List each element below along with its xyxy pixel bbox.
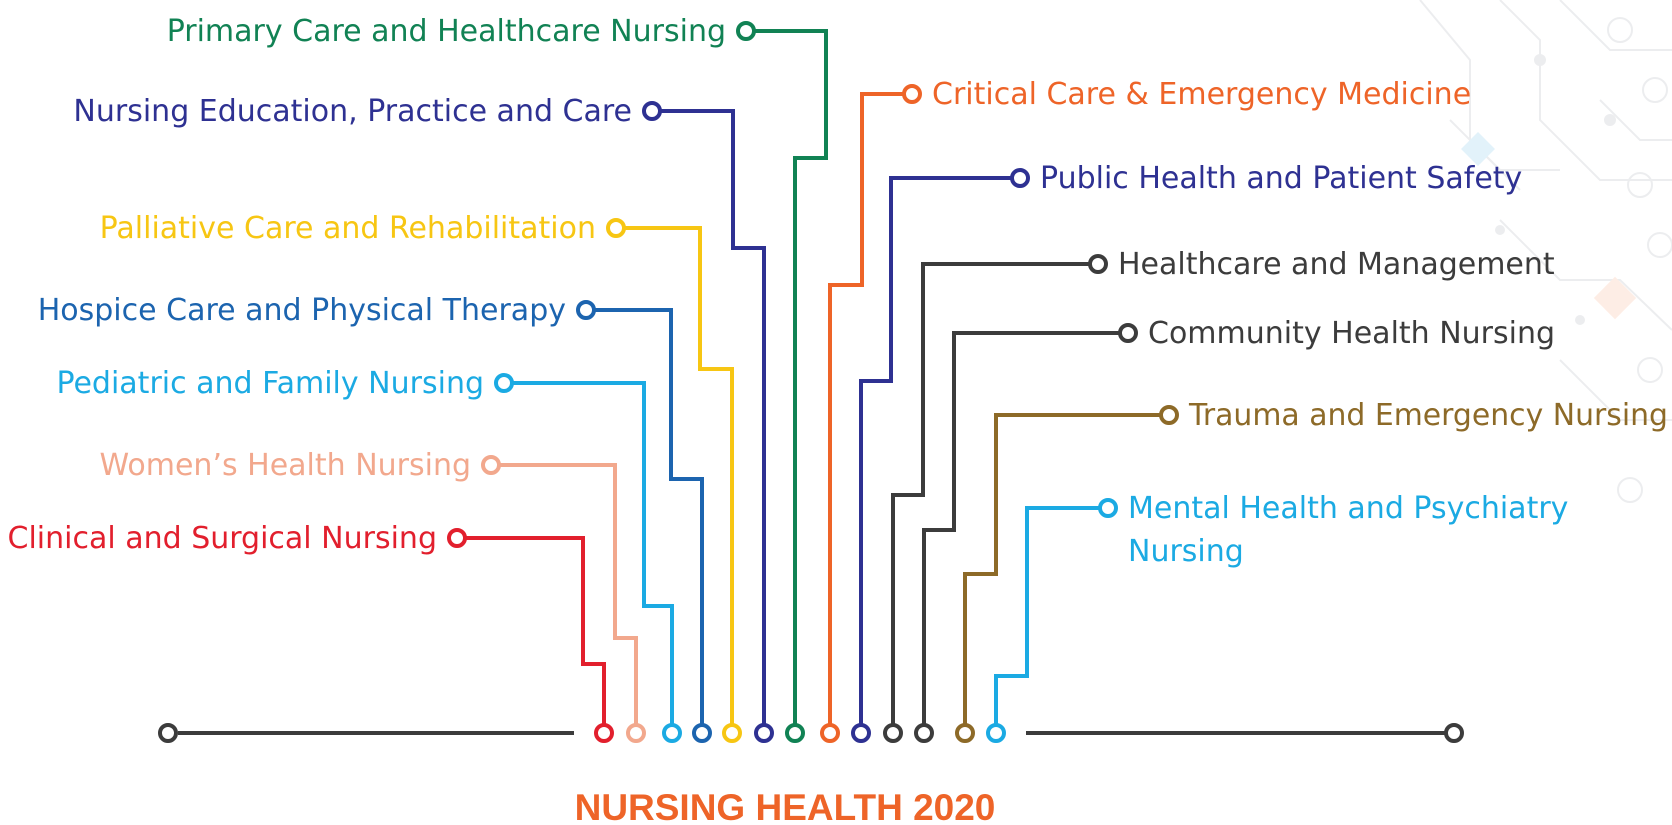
page-title: NURSING HEALTH 2020: [575, 787, 996, 825]
topic-label: Nursing Education, Practice and Care: [73, 94, 632, 129]
base-axis: [158, 723, 1464, 743]
label-node-icon: [606, 218, 626, 238]
connector-line: [859, 176, 1020, 733]
axis-node-icon: [914, 723, 934, 743]
topic-label: Women’s Health Nursing: [99, 448, 471, 483]
axis-node-icon: [594, 723, 614, 743]
circuit-background-decoration: [1419, 0, 1672, 503]
topic-label: Hospice Care and Physical Therapy: [38, 293, 566, 328]
topic-label: Public Health and Patient Safety: [1040, 161, 1522, 196]
connector-line: [652, 109, 766, 733]
axis-node-icon: [626, 723, 646, 743]
connector-line: [746, 29, 828, 733]
topic-label: Trauma and Emergency Nursing: [1188, 398, 1668, 433]
axis-node-icon: [722, 723, 742, 743]
topic-label: Palliative Care and Rehabilitation: [100, 211, 596, 246]
connector-nodes: [447, 21, 1179, 743]
topic-label: Pediatric and Family Nursing: [56, 366, 484, 401]
axis-node-icon: [986, 723, 1006, 743]
axis-node-icon: [754, 723, 774, 743]
label-node-icon: [494, 373, 514, 393]
topic-label: Healthcare and Management: [1118, 247, 1555, 282]
topic-label: Critical Care & Emergency Medicine: [932, 77, 1471, 112]
connector-line: [828, 92, 912, 733]
connector-line: [922, 331, 1128, 733]
label-node-icon: [447, 528, 467, 548]
connector-line: [994, 506, 1108, 733]
label-node-icon: [1010, 168, 1030, 188]
connector-lines: [457, 29, 1169, 733]
label-node-icon: [902, 84, 922, 104]
topic-label: Mental Health and Psychiatry: [1128, 491, 1568, 526]
axis-node-icon: [662, 723, 682, 743]
axis-node-icon: [785, 723, 805, 743]
connector-line: [963, 413, 1169, 733]
axis-node-icon: [883, 723, 903, 743]
axis-node-icon: [820, 723, 840, 743]
label-node-icon: [1088, 254, 1108, 274]
label-node-icon: [642, 101, 662, 121]
connector-line: [504, 381, 674, 733]
connector-line: [491, 463, 638, 733]
connector-line: [891, 262, 1098, 733]
label-node-icon: [736, 21, 756, 41]
axis-node-icon: [692, 723, 712, 743]
topic-label: Primary Care and Healthcare Nursing: [167, 14, 726, 49]
label-node-icon: [1159, 405, 1179, 425]
label-node-icon: [1098, 498, 1118, 518]
topic-label: Community Health Nursing: [1148, 316, 1555, 351]
connector-line: [457, 536, 606, 733]
label-node-icon: [481, 455, 501, 475]
topic-label-line2: Nursing: [1128, 534, 1244, 569]
topic-labels: Primary Care and Healthcare NursingNursi…: [8, 14, 1669, 569]
axis-node-icon: [955, 723, 975, 743]
topic-label: Clinical and Surgical Nursing: [8, 521, 438, 556]
label-node-icon: [576, 300, 596, 320]
connector-line: [616, 226, 734, 733]
axis-endpoint-icon: [1444, 723, 1464, 743]
axis-node-icon: [851, 723, 871, 743]
connector-line: [586, 308, 704, 733]
axis-endpoint-icon: [158, 723, 178, 743]
label-node-icon: [1118, 323, 1138, 343]
